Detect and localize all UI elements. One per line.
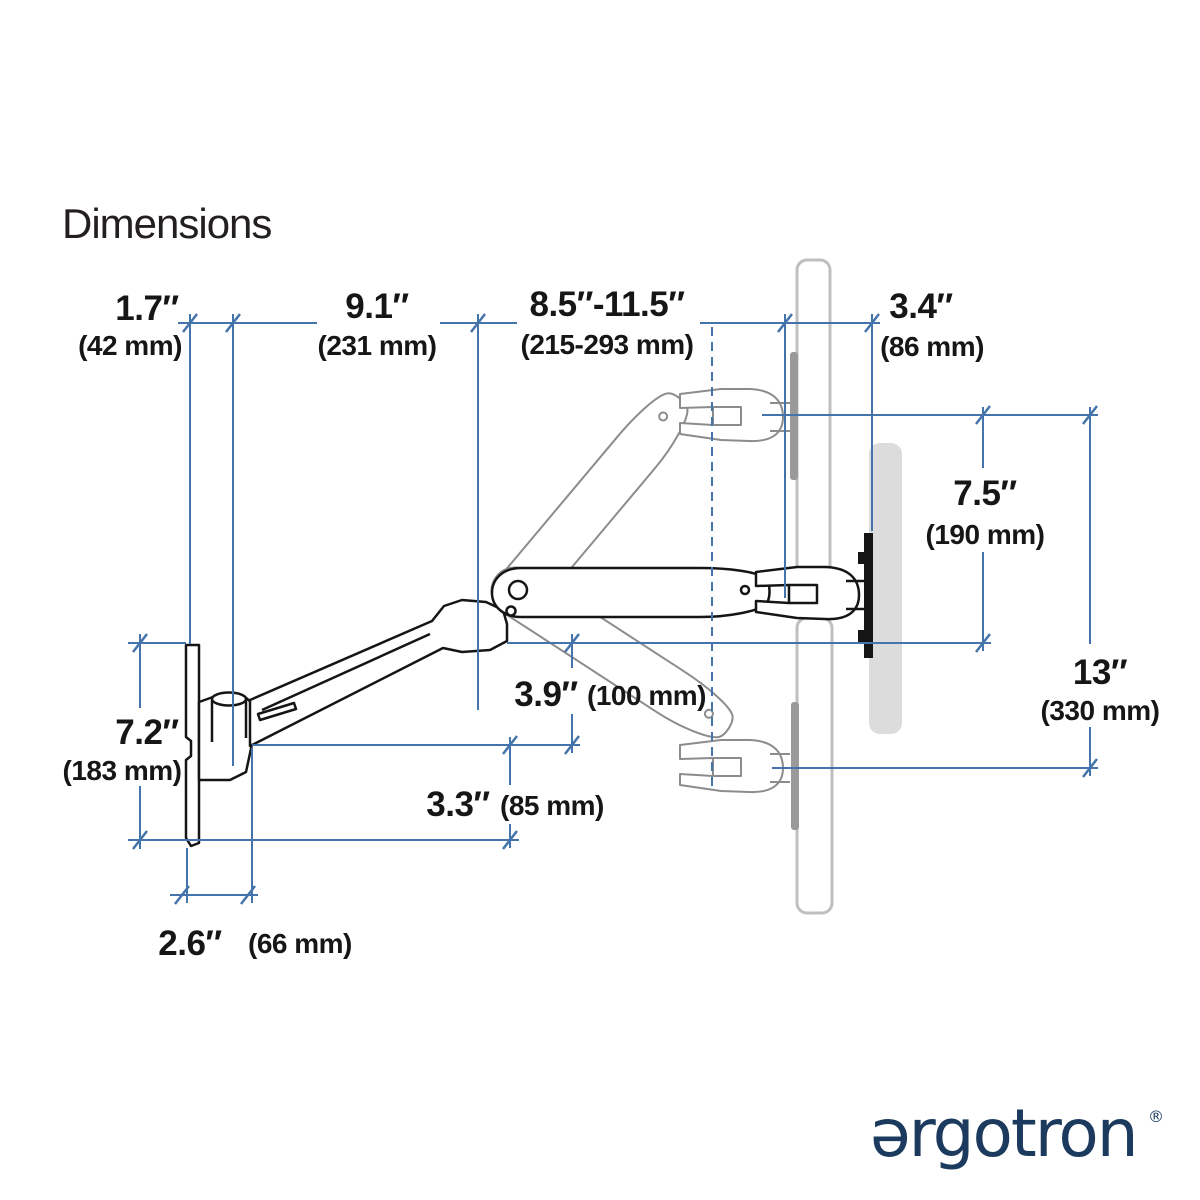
dim-range-mm: (330 mm) <box>1041 695 1160 726</box>
monitor-slab <box>869 443 902 734</box>
rear-pivot <box>507 579 529 601</box>
registered-trademark-icon: ® <box>1148 1107 1164 1126</box>
dim-drop-upper-mm: (100 mm) <box>587 680 706 711</box>
vesa-strip-lowered <box>791 702 799 830</box>
dimension-ticks <box>132 313 1098 905</box>
front-screw <box>739 584 751 596</box>
dim-monitor-offset-mm: (86 mm) <box>880 331 984 362</box>
dim-plate-height-mm: (183 mm) <box>63 755 182 786</box>
dim-plate-depth-mm: (66 mm) <box>248 928 352 959</box>
vesa-plate <box>864 533 873 658</box>
dimension-lines <box>128 313 1098 905</box>
arm-slot <box>256 701 298 722</box>
dim-extension-mm: (215-293 mm) <box>521 329 694 360</box>
dim-wall-offset-mm: (42 mm) <box>78 330 182 361</box>
dim-drop-lower-in: 3.3″ <box>426 785 490 824</box>
rear-screw <box>505 605 517 617</box>
monitor-arm <box>490 533 873 658</box>
ghost-monitor-raised <box>790 258 832 587</box>
dim-arm-span-mm: (231 mm) <box>318 330 437 361</box>
arm-body <box>490 566 771 619</box>
dim-plate-height-in: 7.2″ <box>115 713 179 752</box>
pivot-boss-cap <box>210 691 248 707</box>
dim-arm-span-in: 9.1″ <box>345 287 409 326</box>
ergotron-logo: ǝrgotron <box>870 1095 1137 1172</box>
ghost-arm-raised <box>482 382 791 629</box>
dim-drop-upper-in: 3.9″ <box>514 675 578 714</box>
monitor-clamp <box>754 565 868 621</box>
dim-extension-in: 8.5″-11.5″ <box>529 285 685 324</box>
dim-plate-depth-in: 2.6″ <box>158 924 222 963</box>
lower-extension-arm <box>248 598 509 748</box>
page-title: Dimensions <box>62 200 271 247</box>
pivot-housing <box>197 695 254 782</box>
dim-wall-offset-in: 1.7″ <box>115 289 179 328</box>
dim-monitor-offset-in: 3.4″ <box>889 287 953 326</box>
labels: Dimensions 1.7″ (42 mm) 9.1″ (231 mm) 8.… <box>62 200 1164 1172</box>
ghost-monitor-lowered <box>791 616 834 915</box>
dim-range-in: 13″ <box>1073 653 1128 692</box>
ghost-clamp-lowered <box>679 739 791 794</box>
wall-plate <box>184 643 201 848</box>
dim-rise-in: 7.5″ <box>953 474 1017 513</box>
dim-rise-mm: (190 mm) <box>926 519 1045 550</box>
dim-drop-lower-mm: (85 mm) <box>500 790 604 821</box>
wall-bracket <box>184 598 509 848</box>
